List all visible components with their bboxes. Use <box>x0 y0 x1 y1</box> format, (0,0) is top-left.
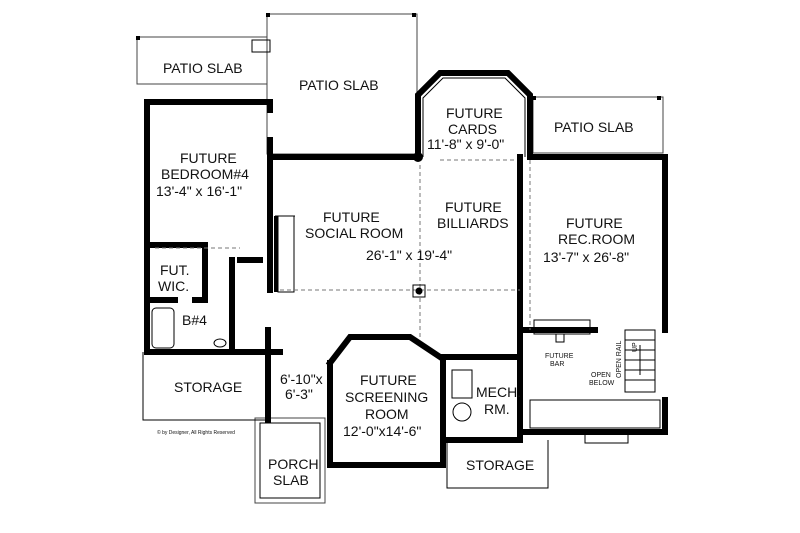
cards-dim: 11'-8" x 9'-0" <box>427 136 504 152</box>
wic-label-2: WIC. <box>158 278 189 294</box>
mech-label-2: RM. <box>484 401 510 417</box>
porch-slab-outline <box>254 417 326 504</box>
stair <box>529 329 661 429</box>
patio-slab-left-outline <box>136 36 274 85</box>
screening-label-3: ROOM <box>365 406 409 422</box>
social-billiards-dim: 26'-1" x 19'-4" <box>366 247 452 263</box>
rec-room-label-1: FUTURE <box>566 215 623 231</box>
bedroom4-dim: 13'-4" x 16'-1" <box>156 183 242 199</box>
column-marker <box>413 152 423 162</box>
copyright-text: © by Designer, All Rights Reserved <box>157 429 235 436</box>
exterior-walls <box>142 99 668 489</box>
patio-slab-left-label: PATIO SLAB <box>163 60 243 76</box>
bar-label-1: FUTURE <box>545 353 574 360</box>
mech-label-1: MECH. <box>476 384 521 400</box>
porch-label-2: SLAB <box>273 472 309 488</box>
cards-bay-wall <box>415 70 533 160</box>
dashed-beams <box>155 159 531 340</box>
bar-counter <box>533 319 591 343</box>
storage-left-label: STORAGE <box>174 379 242 395</box>
billiards-label-1: FUTURE <box>445 199 502 215</box>
cards-label-1: FUTURE <box>446 105 503 121</box>
rec-room-label-2: REC.ROOM <box>558 231 635 247</box>
bedroom4-label-2: BEDROOM#4 <box>161 166 249 182</box>
rec-room-dim: 13'-7" x 26'-8" <box>543 249 629 265</box>
patio-slab-center-outline <box>251 13 418 155</box>
billiards-label-2: BILLIARDS <box>437 215 509 231</box>
social-label-2: SOCIAL ROOM <box>305 225 403 241</box>
screening-dim: 12'-0"x14'-6" <box>343 423 421 439</box>
column-post <box>412 284 426 298</box>
wic-label-1: FUT. <box>160 262 190 278</box>
stair-up-label: UP <box>632 342 639 352</box>
social-label-1: FUTURE <box>323 209 380 225</box>
bar-label-2: BAR <box>550 361 564 368</box>
cards-label-2: CARDS <box>448 121 497 137</box>
mech-fixtures <box>451 369 473 422</box>
porch-label-1: PORCH <box>268 456 319 472</box>
bath4-label: B#4 <box>182 312 207 328</box>
bath-fixtures <box>151 307 227 349</box>
screening-label-1: FUTURE <box>360 372 417 388</box>
open-rail-label: OPEN RAIL <box>616 341 623 378</box>
patio-slab-right-outline <box>532 96 664 154</box>
hall-dim-1: 6'-10"x <box>280 371 323 387</box>
patio-slab-right-label: PATIO SLAB <box>554 119 634 135</box>
open-below-1: OPEN <box>591 372 611 379</box>
screening-label-2: SCREENING <box>345 389 428 405</box>
bedroom4-label-1: FUTURE <box>180 150 237 166</box>
patio-slab-center-label: PATIO SLAB <box>299 77 379 93</box>
interior-walls <box>144 157 295 423</box>
open-below-2: BELOW <box>589 380 615 387</box>
storage-right-label: STORAGE <box>466 457 534 473</box>
hall-dim-2: 6'-3" <box>285 386 313 402</box>
